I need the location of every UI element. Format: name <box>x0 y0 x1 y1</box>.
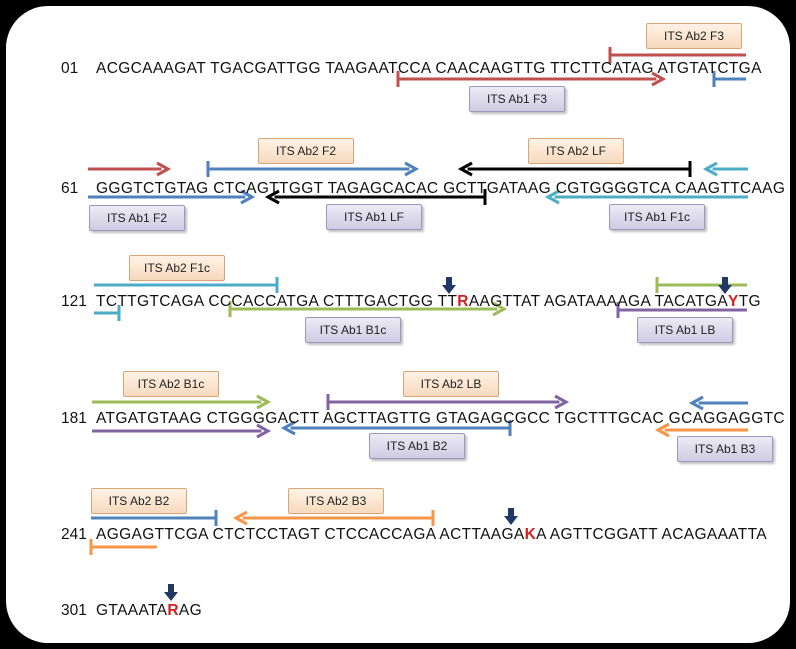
label-its-ab1-b2: ITS Ab1 B2 <box>369 433 465 459</box>
mutation-site-y: Y <box>728 293 739 310</box>
sequence-bases: ATGATGTAAG CTGGGGACTT AGCTTAGTTG GTAGAGC… <box>96 410 785 427</box>
label-its-ab2-b1c: ITS Ab2 B1c <box>123 371 219 397</box>
label-its-ab1-lb: ITS Ab1 LB <box>637 317 733 343</box>
primer-its-ab2-b1c-arrow <box>92 394 272 410</box>
label-its-ab2-lb: ITS Ab2 LB <box>403 371 499 397</box>
diagram-frame: 01 ACGCAAAGAT TGACGATTGG TAAGAATCCA CAAC… <box>6 6 790 643</box>
sequence-line-4: 181 ATGATGTAAG CTGGGGACTT AGCTTAGTTG GTA… <box>61 410 785 482</box>
primer-its-ab2-b2-bar <box>91 510 218 526</box>
primer-its-ab2-b3-arrow <box>232 510 435 526</box>
bases-segment: A AGTTCGGATT ACAGAAATTA <box>536 526 767 543</box>
sequence-line-5: 241 AGGAGTTCGA CTCTCCTAGT CTCCACCAGA ACT… <box>61 526 767 598</box>
label-its-ab2-f3: ITS Ab2 F3 <box>646 23 742 49</box>
sequence-bases: ACGCAAAGAT TGACGATTGG TAAGAATCCA CAACAAG… <box>96 60 762 77</box>
line-number: 301 <box>61 602 87 619</box>
sequence-line-1: 01 ACGCAAAGAT TGACGATTGG TAAGAATCCA CAAC… <box>61 60 761 132</box>
bases-segment: AGGAGTTCGA CTCTCCTAGT CTCCACCAGA ACTTAAG… <box>96 526 525 543</box>
label-its-ab1-f2: ITS Ab1 F2 <box>89 205 185 231</box>
primer-its-ab1-f1c-arrow <box>544 189 748 205</box>
bases-segment: AAGTTAT AGATAAAAGA TACATGA <box>468 293 729 310</box>
sequence-bases: GTAAATARAG <box>96 602 202 620</box>
mutation-marker-down-arrow <box>504 508 518 525</box>
label-its-ab1-f3: ITS Ab1 F3 <box>469 86 565 112</box>
line-number: 61 <box>61 180 79 197</box>
primer-its-ab2-b2-orange-tail <box>89 539 157 555</box>
primer-its-ab1-b1c-arrow <box>228 301 508 317</box>
primer-its-ab2-f1c-bar <box>94 277 279 293</box>
bases-segment: GTAAATA <box>96 602 168 619</box>
label-its-ab1-lf: ITS Ab1 LF <box>326 204 422 230</box>
mutation-site-r: R <box>457 293 469 310</box>
primer-its-ab2-f3-bar <box>608 47 746 63</box>
line-number: 181 <box>61 410 87 427</box>
label-its-ab1-f1c: ITS Ab1 F1c <box>609 204 705 230</box>
primer-arrows-canvas <box>88 47 748 601</box>
primer-its-ab2-f2-arrow <box>206 161 420 177</box>
label-its-ab2-f2: ITS Ab2 F2 <box>258 138 354 164</box>
primer-its-ab2-f1c-cyan-arrow <box>702 161 748 177</box>
label-its-ab2-b3: ITS Ab2 B3 <box>288 488 384 514</box>
sequence-line-6: 301 GTAAATARAG <box>61 602 202 643</box>
label-its-ab2-lf: ITS Ab2 LF <box>528 138 624 164</box>
mutation-marker-down-arrow <box>718 277 732 294</box>
primer-its-ab1-f3-tail-blue <box>712 71 746 87</box>
primer-its-ab2-f1c-lower-tail <box>94 305 121 321</box>
primer-its-ab2-b1c-purple-arrow <box>92 423 272 439</box>
sequence-layer: 01 ACGCAAAGAT TGACGATTGG TAAGAATCCA CAAC… <box>6 6 790 643</box>
line-number: 241 <box>61 526 87 543</box>
sequence-bases: TCTTGTCAGA CCCACCATGA CTTTGACTGG TTRAAGT… <box>96 293 761 311</box>
primer-its-ab1-f2-upper-arrow <box>88 161 172 177</box>
mutation-marker-down-arrow <box>442 277 456 294</box>
label-its-ab2-b2: ITS Ab2 B2 <box>91 488 187 514</box>
bases-segment: TCTTGTCAGA CCCACCATGA CTTTGACTGG TT <box>96 293 458 310</box>
primer-its-ab1-b2-arrow <box>280 420 512 436</box>
sequence-bases: GGGTCTGTAG CTCAGTTGGT TAGAGCACAC GCTTGAT… <box>96 180 786 197</box>
primer-its-ab1-f3-arrow <box>396 71 667 87</box>
primer-its-ab2-lb-arrow <box>326 394 570 410</box>
primer-its-ab1-b3-blue-arrow <box>688 395 748 411</box>
mutation-site-r: R <box>167 602 179 619</box>
primer-its-ab1-b3-orange-arrow <box>654 422 748 438</box>
label-its-ab1-b1c: ITS Ab1 B1c <box>305 317 401 343</box>
line-number: 01 <box>61 60 79 77</box>
primer-its-ab2-lf-arrow <box>457 161 692 177</box>
bases-segment: AG <box>178 602 203 619</box>
mutation-marker-down-arrow <box>164 584 178 601</box>
mutation-site-k: K <box>524 526 537 543</box>
sequence-line-2: 61 GGGTCTGTAG CTCAGTTGGT TAGAGCACAC GCTT… <box>61 180 785 252</box>
bases-segment: TG <box>738 293 761 310</box>
primer-its-ab1-lb-purple-bar <box>616 302 747 318</box>
sequence-line-3: 121 TCTTGTCAGA CCCACCATGA CTTTGACTGG TTR… <box>61 293 761 365</box>
label-its-ab2-f1c: ITS Ab2 F1c <box>129 255 225 281</box>
primer-its-ab1-lf-arrow <box>264 189 487 205</box>
line-number: 121 <box>61 293 87 310</box>
primer-its-ab1-f2-arrow <box>88 189 256 205</box>
sequence-bases: AGGAGTTCGA CTCTCCTAGT CTCCACCAGA ACTTAAG… <box>96 526 767 544</box>
label-its-ab1-b3: ITS Ab1 B3 <box>677 436 773 462</box>
